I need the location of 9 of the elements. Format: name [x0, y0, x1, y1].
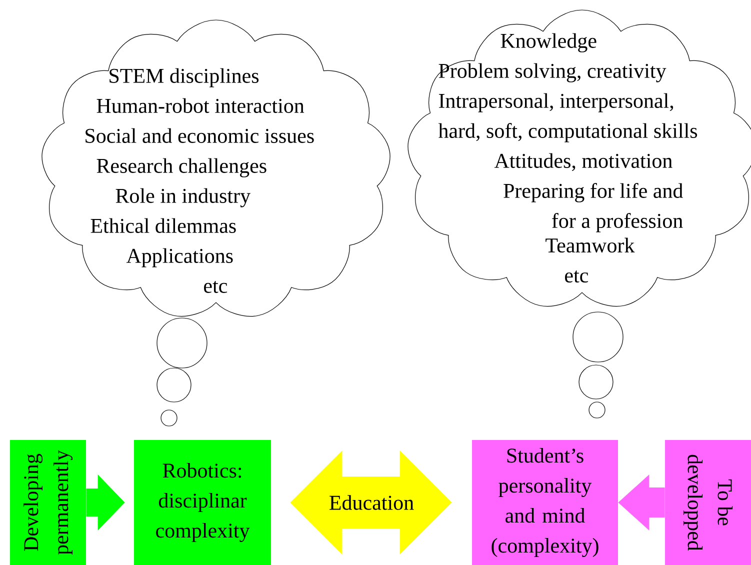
text-box: To be developped [665, 440, 751, 565]
thought-cloud: STEM disciplines Human-robot interaction Social and economic issues Research challenges Role in industry Ethical dilemmas Applications etc [42, 20, 390, 317]
block-arrow [86, 474, 125, 530]
block-arrow [618, 474, 665, 530]
text-box: Student’s personality and mind (complexity) [472, 440, 618, 565]
edge-label: Education [330, 495, 414, 510]
text-box: Robotics: disciplinar complexity [134, 440, 271, 565]
text-box: Developing permanently [10, 440, 86, 565]
block-arrow [290, 450, 452, 554]
